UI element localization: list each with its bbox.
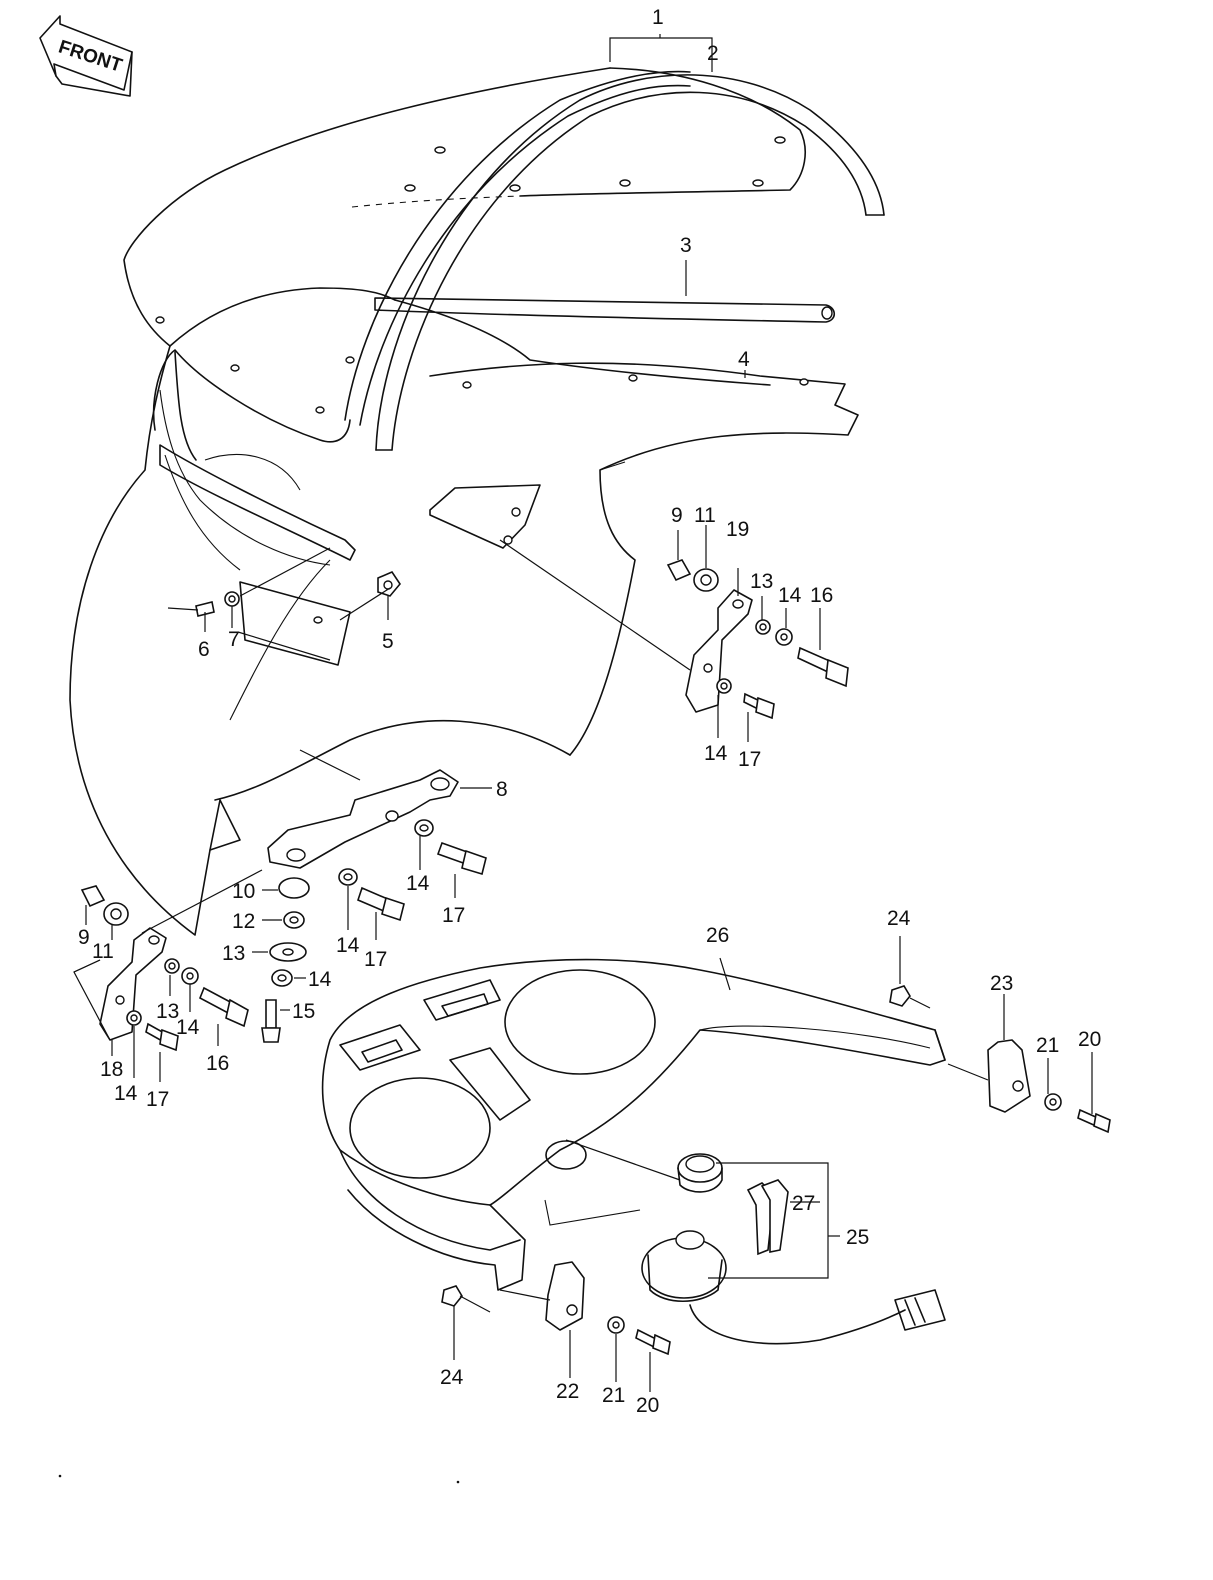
callout-12: 12 [232, 910, 255, 933]
callout-17-left: 17 [146, 1088, 169, 1111]
callout-14-right-lower: 14 [704, 742, 728, 765]
callout-26: 26 [706, 924, 729, 947]
callout-14-right-upper: 14 [778, 584, 802, 607]
callout-14-center-mid: 14 [336, 934, 360, 957]
upper-fairing [69, 67, 859, 936]
callout-14-left-upper: 14 [176, 1016, 200, 1039]
small-hardware-left [195, 571, 401, 666]
callout-5: 5 [382, 630, 394, 653]
lower-panel-hardware [441, 1261, 671, 1356]
specks [58, 1474, 460, 1484]
part-2-outer-trim [375, 74, 885, 451]
callout-labels: 1 2 3 4 5 6 7 8 9 11 19 13 14 16 14 17 1… [78, 6, 1101, 1417]
center-hardware [261, 819, 487, 1043]
callout-11-right: 11 [694, 504, 716, 527]
callout-18: 18 [100, 1058, 123, 1081]
callout-21-right: 21 [1036, 1034, 1059, 1057]
front-label: FRONT [56, 37, 125, 77]
callout-19: 19 [726, 518, 749, 541]
callout-9-right: 9 [671, 504, 683, 527]
callout-17-right: 17 [738, 748, 761, 771]
callout-9-left: 9 [78, 926, 90, 949]
part-3-seal [374, 297, 836, 323]
front-direction-arrow: FRONT [39, 15, 133, 97]
callout-11-left: 11 [92, 940, 114, 963]
callout-17-center-right: 17 [442, 904, 465, 927]
callout-6: 6 [198, 638, 210, 661]
callout-15: 15 [292, 1000, 315, 1023]
callout-2: 2 [707, 42, 719, 65]
callout-13-left: 13 [156, 1000, 179, 1023]
mount-block [429, 484, 541, 549]
callout-22: 22 [556, 1380, 579, 1403]
callout-24-lower: 24 [440, 1366, 464, 1389]
callout-10: 10 [232, 880, 255, 903]
callout-20-lower: 20 [636, 1394, 659, 1417]
callout-14-left-lower: 14 [114, 1082, 138, 1105]
right-panel-hardware [889, 985, 1111, 1134]
callout-14-center-right: 14 [406, 872, 430, 895]
callout-8: 8 [496, 778, 508, 801]
part-8-bracket [267, 769, 459, 869]
callout-21-lower: 21 [602, 1384, 625, 1407]
callout-27: 27 [792, 1192, 815, 1215]
part-1-windshield-frame [152, 70, 691, 571]
callout-13-center: 13 [222, 942, 245, 965]
callout-16-right: 16 [810, 584, 833, 607]
callout-24-upper: 24 [887, 907, 911, 930]
left-bracket-assembly [80, 885, 249, 1052]
ignition-switch-assembly [641, 1153, 946, 1345]
callout-20-right: 20 [1078, 1028, 1101, 1051]
callout-25: 25 [846, 1226, 869, 1249]
callout-7: 7 [228, 628, 240, 651]
callout-17-center: 17 [364, 948, 387, 971]
part-26-meter-panel [321, 958, 946, 1291]
right-bracket-assembly [666, 559, 849, 720]
callout-13-right: 13 [750, 570, 773, 593]
callout-1: 1 [652, 6, 664, 29]
callout-4: 4 [738, 348, 750, 371]
callout-23: 23 [990, 972, 1013, 995]
callout-3: 3 [680, 234, 692, 257]
callout-14-center: 14 [308, 968, 332, 991]
leader-lines [73, 34, 1093, 1392]
callout-16-left: 16 [206, 1052, 229, 1075]
